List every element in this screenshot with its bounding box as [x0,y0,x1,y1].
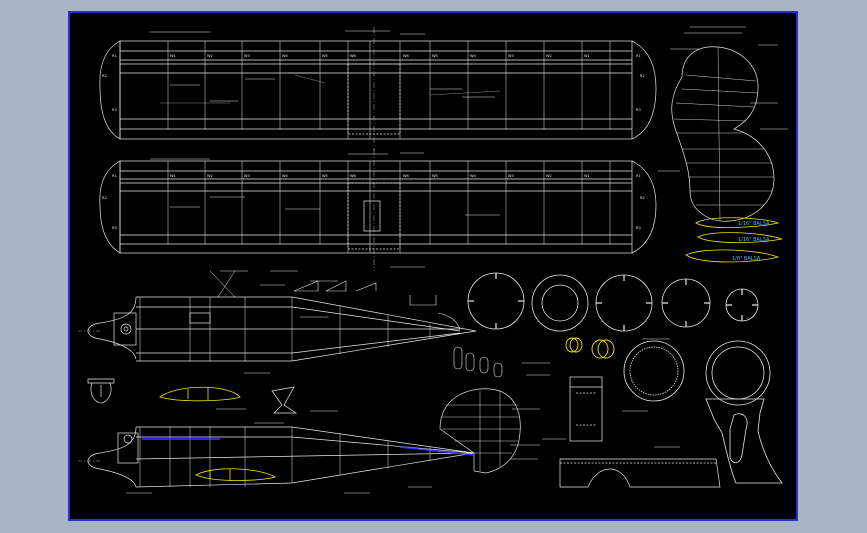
hatch-box [569,376,603,442]
wing-annotations [150,30,500,268]
landing-wheel-detail [87,378,115,404]
bottom-panel [559,458,721,488]
svg-text:W5: W5 [322,174,328,178]
svg-text:W6: W6 [350,174,357,178]
upper-wing-plan [99,27,657,151]
airfoil-mid-tag: 1/16" BALSA [738,237,770,243]
fuselage-side-top [78,270,477,362]
svg-text:W3: W3 [508,174,514,178]
fuselage-formers [467,272,759,332]
svg-text:W5: W5 [432,54,438,58]
svg-text:R2: R2 [102,196,107,200]
bottom-annotations [522,338,680,448]
airfoil-tip-tag: 1/16" BALSA [738,221,770,227]
svg-text:W5: W5 [322,54,328,58]
drawing-sheet: R1 R2 R3 W1 W2 W3 W4 W5 W6 W6 W5 W4 W3 W… [68,11,798,521]
svg-text:W4: W4 [470,54,477,58]
svg-text:W2: W2 [546,54,552,58]
cabane-strut [271,386,298,414]
fin-plan [671,46,775,222]
svg-text:W1: W1 [584,174,590,178]
svg-text:R3: R3 [112,108,117,112]
svg-text:W2: W2 [207,54,213,58]
blue-stringer [142,438,475,456]
yellow-parts [159,386,277,481]
svg-text:W6: W6 [350,54,357,58]
svg-text:W3: W3 [244,54,250,58]
svg-text:R1: R1 [636,54,641,58]
svg-text:W6: W6 [403,54,410,58]
svg-text:W3: W3 [244,174,250,178]
svg-text:W3: W3 [508,54,514,58]
svg-text:W1: W1 [170,54,176,58]
small-parts [293,280,503,378]
upper-wing-rib-numbers: R1 R2 R3 W1 W2 W3 W4 W5 W6 W6 W5 W4 W3 W… [102,54,645,112]
svg-text:R3: R3 [112,226,117,230]
svg-text:R2: R2 [102,74,107,78]
lower-wing-rib-numbers: R1 R2 R3 W1 W2 W3 W4 W5 W6 W6 W5 W4 W3 W… [102,174,645,230]
svg-text:R2: R2 [640,196,645,200]
svg-text:W5: W5 [432,174,438,178]
cowl-rings [623,340,771,406]
svg-text:W4: W4 [470,174,477,178]
svg-text:R1: R1 [112,54,117,58]
svg-text:W4: W4 [282,54,289,58]
airfoil-templates [685,217,783,263]
svg-text:R3: R3 [636,226,641,230]
svg-text:W2: W2 [546,174,552,178]
airfoil-root-tag: 1/8" BALSA [732,256,761,262]
gear-bracket [705,398,783,484]
bushings [565,337,615,359]
svg-text:W2: W2 [207,174,213,178]
svg-text:W1: W1 [170,174,176,178]
fuselage-side-bottom [78,388,521,488]
airfoil-template-tags: 1/16" BALSA 1/16" BALSA 1/8" BALSA [732,221,770,262]
cad-drawing: R1 R2 R3 W1 W2 W3 W4 W5 W6 W6 W5 W4 W3 W… [78,26,788,494]
svg-text:R3: R3 [636,108,641,112]
lower-wing-plan [99,149,657,271]
svg-text:R1: R1 [112,174,117,178]
svg-text:W4: W4 [282,174,289,178]
svg-text:R1: R1 [636,174,641,178]
svg-text:W6: W6 [403,174,410,178]
svg-text:W1: W1 [584,54,590,58]
svg-text:R2: R2 [640,74,645,78]
fuselage-annotations [126,270,540,494]
fin-annotations [658,26,788,172]
